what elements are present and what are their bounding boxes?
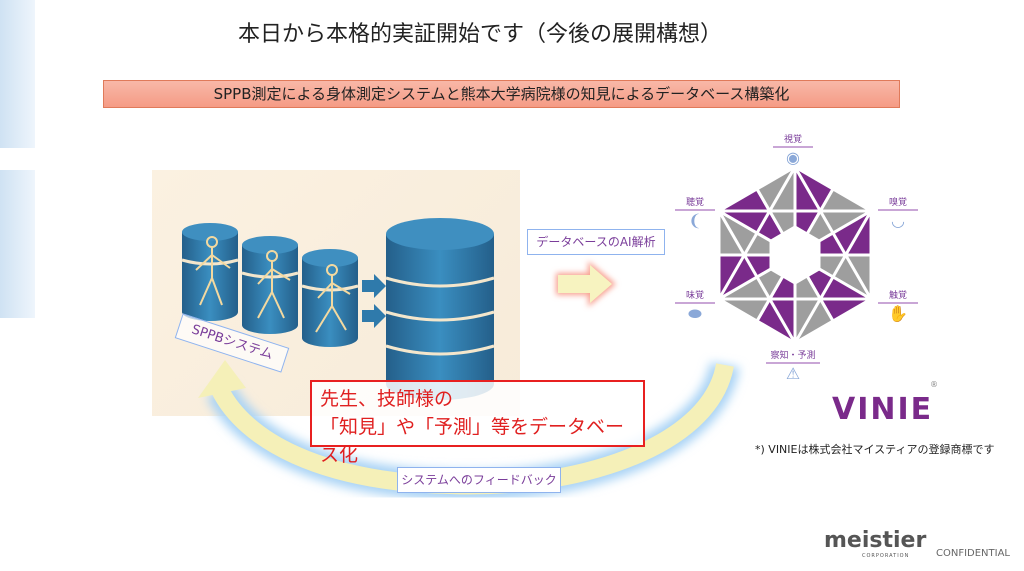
sidebar-accent-top xyxy=(0,0,35,148)
lips-icon: ⬬ xyxy=(688,304,702,323)
sidebar-accent-bottom xyxy=(0,170,35,318)
eye-icon: ◉ xyxy=(786,148,800,167)
corporation-text: CORPORATION xyxy=(862,553,910,559)
sense-touch: 触覚✋ xyxy=(878,288,918,323)
confidential-label: CONFIDENTIAL xyxy=(936,548,1011,559)
callout-line-2: 「知見」や「予測」等をデータベース化 xyxy=(320,416,625,466)
trademark-note: *) VINIEは株式会社マイスティアの登録商標です xyxy=(755,443,995,456)
slide-title: 本日から本格的実証開始です（今後の展開構想） xyxy=(237,22,722,47)
banner: SPPB測定による身体測定システムと熊本大学病院様の知見によるデータベース構築化 xyxy=(103,80,900,108)
sense-prediction: 察知・予測⚠ xyxy=(766,348,820,383)
feedback-label: システムへのフィードバック xyxy=(397,467,561,493)
vinie-logo: VINIE xyxy=(832,392,934,427)
meistier-logo: meistier xyxy=(824,528,927,553)
database-illustration xyxy=(152,170,520,416)
hand-icon: ✋ xyxy=(888,304,908,323)
vinie-hexagon-icon xyxy=(716,163,874,347)
nose-icon: ◡ xyxy=(891,211,905,230)
ear-icon: ❨ xyxy=(688,211,702,230)
ai-analysis-label: データベースのAI解析 xyxy=(527,229,665,255)
registered-mark: ® xyxy=(930,380,938,389)
database-cylinders-icon xyxy=(181,218,495,400)
knowledge-database-callout: 先生、技師様の 「知見」や「予測」等をデータベース化 xyxy=(310,380,645,466)
callout-line-1: 先生、技師様の xyxy=(320,388,454,410)
sense-hearing: 聴覚❨ xyxy=(675,195,715,230)
right-arrow-icon xyxy=(556,261,616,307)
sense-smell: 嗅覚◡ xyxy=(878,195,918,230)
warning-icon: ⚠ xyxy=(785,364,801,383)
sense-taste: 味覚⬬ xyxy=(675,288,715,324)
sense-sight: 視覚◉ xyxy=(773,132,813,167)
